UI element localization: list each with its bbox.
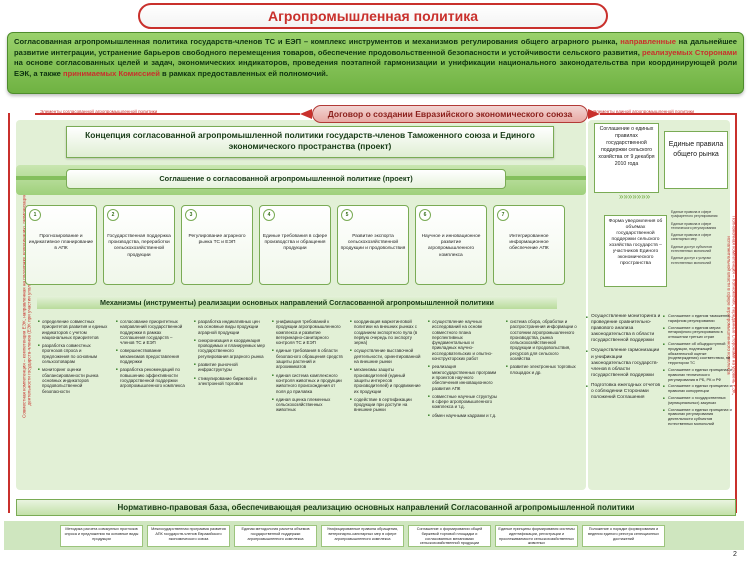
mechanism-item: совершенствование механизмов предоставле… <box>116 348 187 364</box>
connector-line-right <box>600 113 735 115</box>
definition-highlight-1: направленные <box>620 37 676 46</box>
unified-rule-item: Единые правила в сфере санитарных мер <box>671 233 712 242</box>
unified-rule-item: Единые доступ субъектов естественных мон… <box>671 244 712 254</box>
legal-base-card: Единая методология расчета объемов госуд… <box>234 525 317 547</box>
agreement-item: Соглашение о едином таможенно-тарифном р… <box>663 313 733 324</box>
agreement-item: Соглашение о единых принципах и правилах… <box>663 384 733 394</box>
mechanisms-header: Механизмы (инструменты) реализации основ… <box>37 296 557 309</box>
mechanism-item: унификация требований к продукции агропр… <box>272 319 343 345</box>
mechanism-item: совместные научные структуры в сфере агр… <box>428 394 499 410</box>
mechanism-column: координация маркетинговой политики на вн… <box>350 319 421 487</box>
page-number: 2 <box>733 551 737 558</box>
direction-number-badge: 7 <box>497 209 509 221</box>
definition-highlight-2: реализуемых Сторонами <box>642 47 738 57</box>
mechanism-item: развитие рыночной инфраструктуры <box>194 362 265 373</box>
legal-base-card: Единые принципы формирования системы иде… <box>495 525 578 547</box>
mechanism-column: система сбора, обработки и распространен… <box>506 319 577 487</box>
agreement-item: Соглашение о единых принципах и правилах… <box>663 367 733 382</box>
agreement-item: Соглашение о едином мерах нетарифного ре… <box>663 325 733 340</box>
connector-line-left <box>35 113 300 115</box>
definition-part-4: в рамках предоставленных ей полномочий. <box>159 68 328 78</box>
support-action-item: Подготовка ежегодных отчетов о соблюдени… <box>586 383 661 401</box>
definition-part-2: на дальнейшее развитие интеграции, устра… <box>14 37 737 57</box>
unified-rules-list: Единые правила в сфере трафаретного регу… <box>671 210 729 290</box>
mechanism-column: определение совместных приоритетов разви… <box>38 319 109 487</box>
direction-number-badge: 2 <box>107 209 119 221</box>
mechanism-item: обмен научными кадрами и т.д. <box>428 413 499 419</box>
mechanism-item: синхронизация и координация проводимых и… <box>194 338 265 359</box>
direction-number-badge: 4 <box>263 209 275 221</box>
right-elements-note: Элементы единой агропромышленной политик… <box>593 109 695 114</box>
state-support-agreement-box: Соглашение о единых правилах государстве… <box>594 123 659 193</box>
mechanism-item: единые требования в области безопасного … <box>272 348 343 369</box>
definition-part-3: на основе согласованных целей и задач, э… <box>14 58 737 78</box>
mechanism-item: реализация межгосударственных программ и… <box>428 364 499 390</box>
agreement-box: Соглашение о согласованной агропромышлен… <box>66 169 506 189</box>
direction-number-badge: 3 <box>185 209 197 221</box>
direction-number-badge: 6 <box>419 209 431 221</box>
mechanism-item: осуществление выставочной деятельности, … <box>350 348 421 364</box>
mechanism-column: согласование приоритетных направлений го… <box>116 319 187 487</box>
left-elements-note: Элементы согласованной агропромышленной … <box>40 109 158 114</box>
mechanism-item: единая оценка племенных сельскохозяйстве… <box>272 397 343 413</box>
mechanism-item: определение совместных приоритетов разви… <box>38 319 109 340</box>
mechanism-item: осуществление научных исследований на ос… <box>428 319 499 361</box>
chevrons-icon: »»»»»»» <box>619 192 651 201</box>
concept-box: Концепция согласованной агропромышленной… <box>66 126 554 158</box>
legal-base-card: Методика расчета совокупных прогнозов сп… <box>60 525 143 547</box>
definition-box: Согласованная агропромышленная политика … <box>7 32 744 94</box>
mechanism-column: осуществление научных исследований на ос… <box>428 319 499 487</box>
support-actions-list: Осуществление мониторинга и проведение с… <box>586 314 661 484</box>
connector-vertical-right <box>735 113 737 513</box>
unified-rule-item: Единые доступ к услугам естественных мон… <box>671 256 712 265</box>
mechanism-column: разработка индикативных цен на основные … <box>194 319 265 487</box>
mechanism-item: развитие электронных торговых площадок и… <box>506 364 577 375</box>
direction-card: Научное и инновационное развитие агропро… <box>415 205 487 285</box>
direction-number-badge: 1 <box>29 209 41 221</box>
unified-rule-item: Единые правила в сфере трафаретного регу… <box>671 210 718 219</box>
unified-rule-item: Единые правила в сфере технического регу… <box>671 221 717 230</box>
mechanism-item: разработка совместных прогнозов спроса и… <box>38 343 109 364</box>
mechanism-item: содействие в сертификации продукции при … <box>350 397 421 413</box>
agreement-item: Соглашение о единых принципах и правилах… <box>663 407 733 427</box>
agreement-item: Соглашение о государственных (муниципаль… <box>663 395 733 406</box>
common-market-rules-box: Единые правила общего рынка <box>664 131 728 189</box>
legal-base-header: Нормативно-правовая база, обеспечивающая… <box>16 499 736 516</box>
agreements-list: Соглашение о едином таможенно-тарифном р… <box>663 313 733 484</box>
mechanism-column: унификация требований к продукции агропр… <box>272 319 343 487</box>
mechanism-item: разработка индикативных цен на основные … <box>194 319 265 335</box>
arrow-left-icon <box>300 109 312 119</box>
legal-base-card: Унифицированные правила обращения, ветер… <box>321 525 404 547</box>
mechanism-item: механизмы защиты производителей (единый … <box>350 367 421 393</box>
mechanism-item: система сбора, обработки и распространен… <box>506 319 577 361</box>
mechanism-item: разработка рекомендаций по повышению эфф… <box>116 367 187 388</box>
agreement-item: Соглашение об общедоступной продукции, п… <box>663 341 733 366</box>
definition-highlight-3: принимаемых Комиссией <box>63 68 160 78</box>
mechanism-item: координация маркетинговой политики на вн… <box>350 319 421 345</box>
legal-base-card: Соглашение о формировании общей биржевой… <box>408 525 491 547</box>
arrow-right-icon <box>588 109 600 119</box>
mechanism-item: стимулирование биржевой и электронной то… <box>194 376 265 387</box>
mechanism-item: согласование приоритетных направлений го… <box>116 319 187 345</box>
direction-number-badge: 5 <box>341 209 353 221</box>
union-treaty-box: Договор о создании Евразийского экономич… <box>312 105 588 123</box>
legal-base-card: Положение о порядке формирования и веден… <box>582 525 665 547</box>
support-action-item: Осуществление мониторинга и проведение с… <box>586 314 661 344</box>
notification-form-box: Форма уведомления об объёмах государстве… <box>604 215 667 287</box>
definition-part-1: Согласованная агропромышленная политика … <box>14 37 621 46</box>
page-title: Агропромышленная политика <box>138 3 608 29</box>
connector-vertical-left <box>8 113 10 513</box>
support-action-item: Осуществление гармонизации и унификации … <box>586 348 661 378</box>
mechanism-item: единая система комплексного контроля жив… <box>272 373 343 394</box>
legal-base-card: Межгосударственная программа развития АП… <box>147 525 230 547</box>
mechanism-item: мониторинг оценки сбалансированности рын… <box>38 367 109 393</box>
